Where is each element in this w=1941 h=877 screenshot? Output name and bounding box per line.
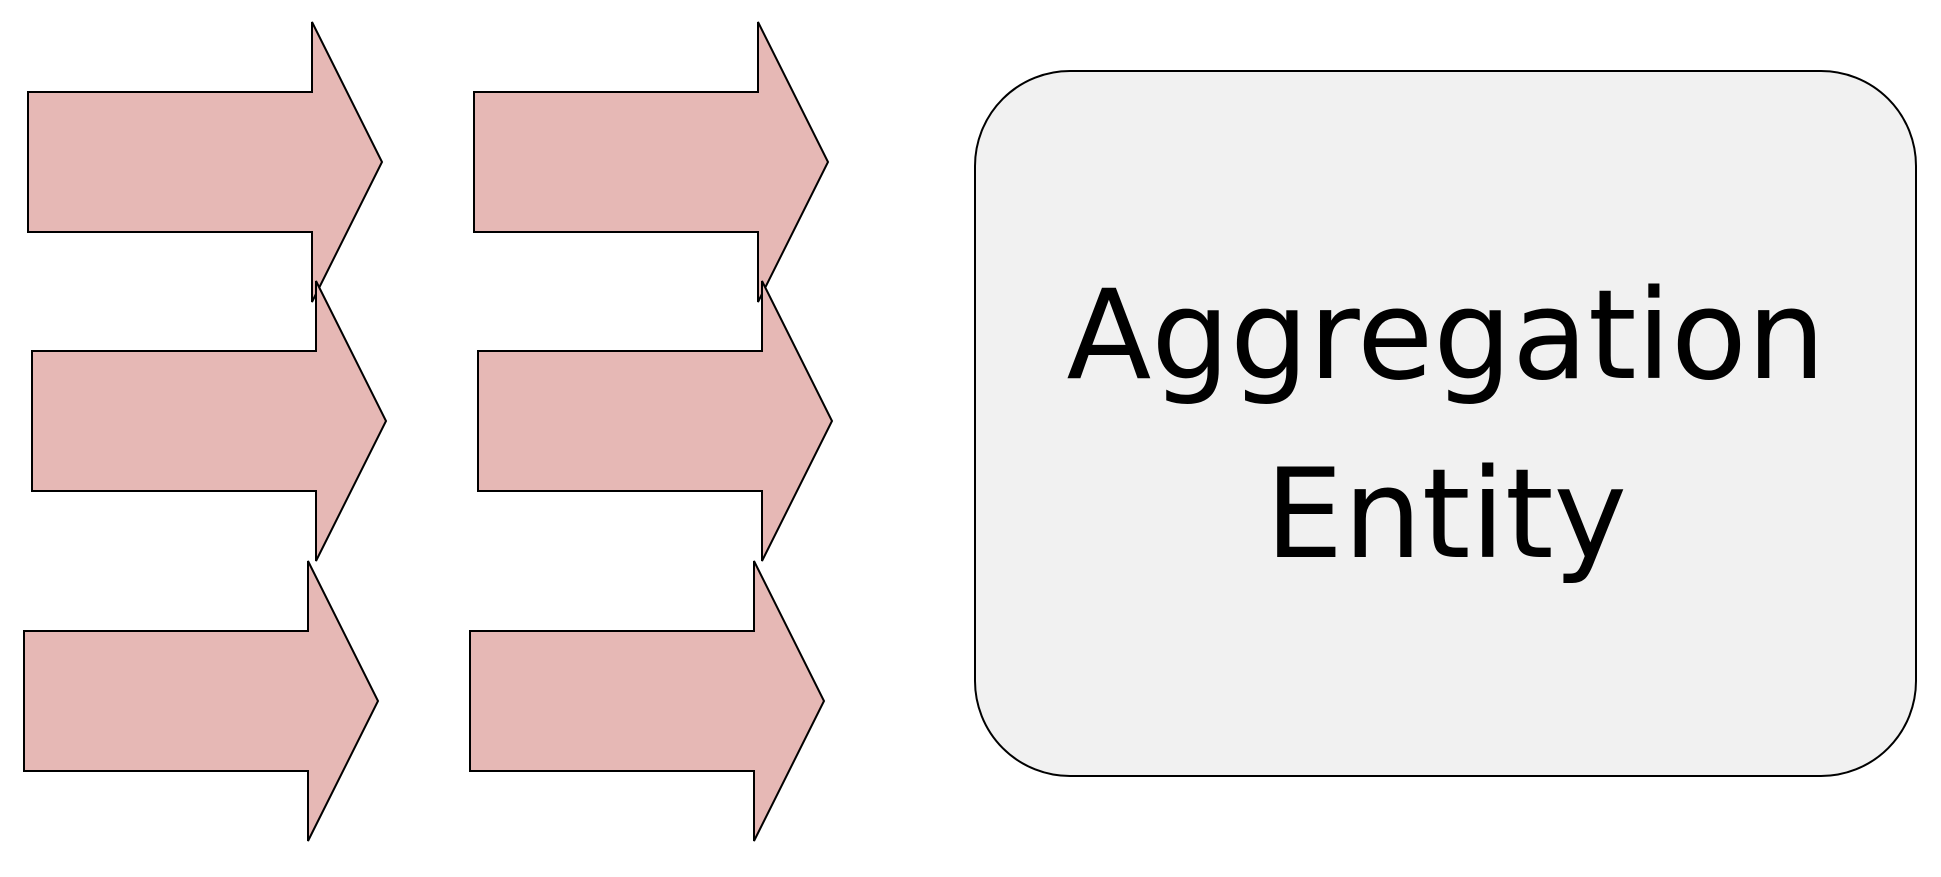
arrow-col2-row1 <box>473 21 830 303</box>
arrow-col2-row2 <box>477 280 834 562</box>
arrow-col2-row3 <box>469 560 826 842</box>
aggregation-entity: Aggregation Entity <box>974 70 1917 777</box>
entity-label-line-2: Entity <box>1265 443 1627 587</box>
arrow-group <box>23 21 834 842</box>
arrow-col1-row2 <box>31 280 388 562</box>
arrow-col1-row3 <box>23 560 380 842</box>
entity-box <box>974 70 1917 777</box>
arrow-col1-row1 <box>27 21 384 303</box>
entity-label-line-1: Aggregation <box>1066 264 1825 408</box>
